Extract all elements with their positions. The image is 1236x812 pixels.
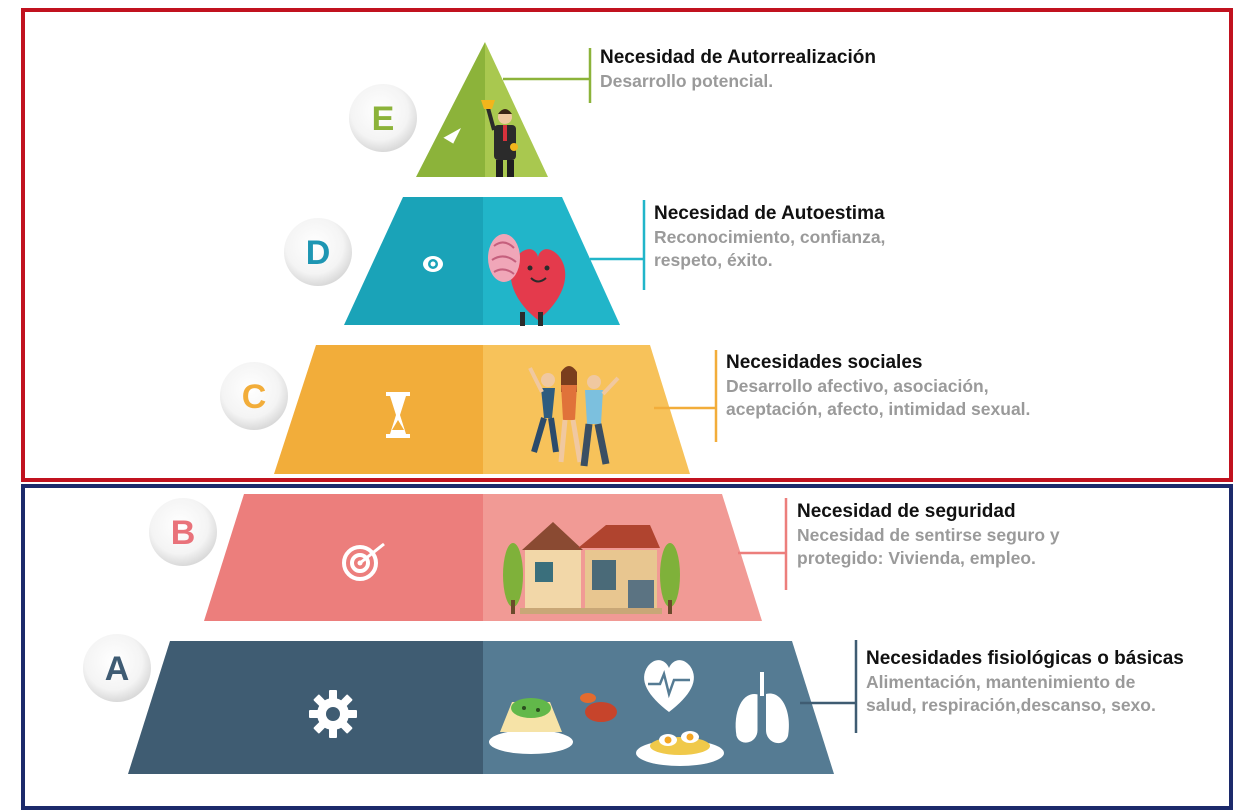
paper-plane-icon — [442, 128, 461, 145]
heartbeat-icon — [644, 660, 694, 712]
house-icon — [503, 522, 680, 614]
label-level-d: Necesidad de Autoestima Reconocimiento, … — [654, 202, 885, 271]
badge-d: D — [284, 218, 352, 286]
level-e-desc-line-1: Desarrollo potencial. — [600, 71, 774, 92]
level-e-left-face — [416, 42, 485, 177]
level-d-desc-line-1: Reconocimiento, confianza, — [654, 227, 886, 248]
level-b-desc-line-2: protegido: Vivienda, empleo. — [797, 547, 1036, 568]
connector-d — [590, 200, 646, 290]
level-a-title: Necesidades fisiológicas o básicas — [866, 648, 1184, 669]
pyramid-level-b — [204, 494, 762, 621]
businessman-trophy-icon — [481, 100, 518, 177]
level-c-title: Necesidades sociales — [726, 352, 923, 373]
lower-levels-frame — [21, 484, 1233, 810]
label-level-e: Necesidad de Autorrealización Desarrollo… — [600, 46, 876, 93]
connector-lines — [503, 48, 858, 733]
upper-levels-frame — [21, 8, 1233, 482]
badge-letter-c: C — [242, 378, 267, 416]
badge-a: A — [83, 634, 151, 702]
heart-brain-icon — [488, 234, 566, 326]
level-d-title: Necesidad de Autoestima — [654, 203, 885, 224]
badge-letter-b: B — [171, 514, 196, 552]
level-e-title: Necesidad de Autorrealización — [600, 47, 876, 68]
label-level-c: Necesidades sociales Desarrollo afectivo… — [726, 351, 1030, 420]
level-c-left-face — [274, 345, 483, 474]
level-a-desc-line-2: salud, respiración,descanso, sexo. — [866, 694, 1156, 715]
level-c-desc-line-1: Desarrollo afectivo, asociación, — [726, 376, 989, 397]
label-level-a: Necesidades fisiológicas o básicas Alime… — [866, 647, 1184, 716]
eye-icon — [423, 256, 443, 272]
pyramid-level-c — [274, 345, 690, 474]
badge-letter-a: A — [105, 650, 130, 688]
level-a-left-face — [128, 641, 483, 774]
level-a-desc-line-1: Alimentación, mantenimiento de — [866, 672, 1136, 693]
pyramid-level-a — [128, 641, 834, 774]
food-plates-icon — [489, 693, 724, 766]
target-icon — [342, 542, 385, 581]
badge-e: E — [349, 84, 417, 152]
connector-c — [654, 350, 718, 442]
level-d-desc-line-2: respeto, éxito. — [654, 249, 773, 270]
level-b-title: Necesidad de seguridad — [797, 501, 1016, 522]
hourglass-icon — [386, 392, 410, 438]
badge-b: B — [149, 498, 217, 566]
connector-a — [800, 640, 858, 733]
pyramid-level-d — [344, 197, 620, 326]
badge-letter-d: D — [306, 234, 331, 272]
friends-group-icon — [528, 366, 620, 467]
level-d-left-face — [344, 197, 483, 325]
gear-icon — [309, 690, 357, 738]
pyramid-level-e — [416, 42, 548, 177]
connector-e — [503, 48, 592, 103]
label-level-b: Necesidad de seguridad Necesidad de sent… — [797, 500, 1060, 569]
connector-b — [738, 498, 788, 590]
level-b-desc-line-1: Necesidad de sentirse seguro y — [797, 525, 1060, 546]
badge-c: C — [220, 362, 288, 430]
lungs-icon — [734, 672, 789, 744]
badge-letter-e: E — [372, 100, 395, 138]
level-c-desc-line-2: aceptación, afecto, intimidad sexual. — [726, 398, 1031, 419]
